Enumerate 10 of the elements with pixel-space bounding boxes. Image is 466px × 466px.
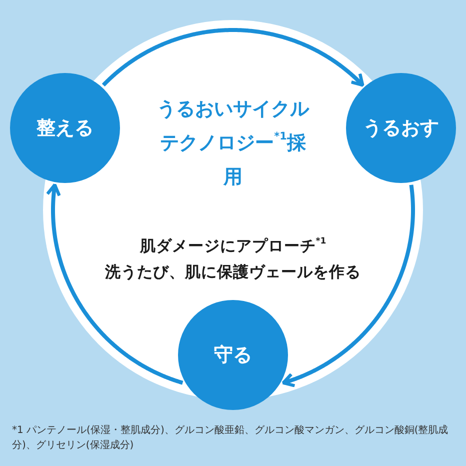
cycle-arrow — [102, 28, 364, 87]
step-label: 整える — [36, 116, 94, 141]
step-label: 守る — [214, 343, 252, 368]
body-text: 肌ダメージにアプローチ$^{*1}$ — [138, 236, 328, 257]
cycle-arrow — [282, 184, 415, 388]
body-text: 洗うたび、肌に保護ヴェールを作る — [104, 262, 362, 283]
heading-text: うるおいサイクルテクノロジー$^{*1}$採用 — [156, 97, 310, 190]
cycle-arrow — [46, 183, 184, 385]
footnote: *1 パンテノール(保湿・整肌成分)、グルコン酸亜鉛、グルコン酸マンガン、グルコン酸銅(整肌成分)、グリセリン(保湿成分) — [12, 424, 450, 452]
step-label: うるおす — [363, 116, 439, 141]
